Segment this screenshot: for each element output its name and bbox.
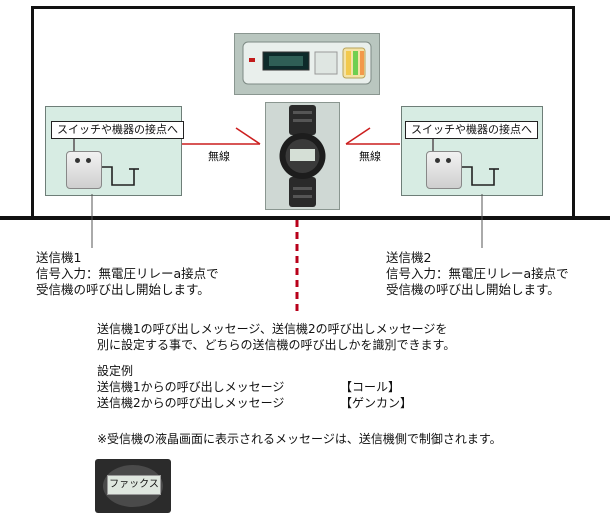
wireless-label-right: 無線 [359,150,381,163]
transmitter2-antenna-icon [432,139,434,155]
example-heading: 設定例 [97,364,134,378]
description-block: 送信機1の呼び出しメッセージ、送信機2の呼び出しメッセージを 別に設定する事で、… [97,321,455,353]
transmitter1-caption: 送信機1 信号入力：無電圧リレーa接点で 受信機の呼び出し開始します。 [36,250,219,298]
transmitter1-title: 送信機1 [36,250,82,265]
caption-leader-lines [91,194,483,248]
frame-right-edge [572,6,575,218]
watch-display-text: ファックス [109,479,159,490]
transmitter2-line2: 受信機の呼び出し開始します。 [386,282,560,297]
example-row1-label: 送信機1からの呼び出しメッセージ [97,380,285,394]
transmitter1-panel: スイッチや機器の接点へ [45,106,184,196]
receiver-base-photo [234,33,380,95]
wireless-label-left: 無線 [208,150,230,163]
description-line1: 送信機1の呼び出しメッセージ、送信機2の呼び出しメッセージを [97,322,448,336]
watch-receiver-photo [265,102,340,210]
transmitter1-antenna-icon [73,139,75,155]
wireless-arrow-left-icon [182,127,261,145]
dashed-connector-line [295,220,299,316]
example-row2-value: 【ゲンカン】 [340,396,413,410]
example-row2-label: 送信機2からの呼び出しメッセージ [97,396,285,410]
frame-top-edge [33,6,573,9]
footnote: ※受信機の液晶画面に表示されるメッセージは、送信機側で制御されます。 [97,432,502,446]
watch-receiver-icon [279,105,326,207]
transmitter1-line1: 信号入力：無電圧リレーa接点で [36,266,219,281]
example-row1-value: 【コール】 [340,380,401,394]
receiver-base-device-icon [242,41,372,85]
transmitter2-device-icon [426,151,462,189]
watch-display-screen: ファックス [107,475,161,495]
watch-display-closeup: ファックス [95,459,171,513]
transmitter1-contact-label: スイッチや機器の接点へ [51,121,184,139]
transmitter1-device-icon [66,151,102,189]
transmitter2-title: 送信機2 [386,250,432,265]
transmitter1-line2: 受信機の呼び出し開始します。 [36,282,210,297]
frame-left-edge [31,6,34,218]
transmitter2-cable-icon [462,166,499,186]
wireless-arrow-right-icon [345,127,400,145]
description-line2: 別に設定する事で、どちらの送信機の呼び出しかを識別できます。 [97,338,456,352]
transmitter2-contact-label: スイッチや機器の接点へ [405,121,538,139]
example-block: 設定例 送信機1からの呼び出しメッセージ 【コール】 送信機2からの呼び出しメッ… [97,363,412,411]
frame-base-line [0,216,610,220]
transmitter2-panel: スイッチや機器の接点へ [401,106,543,196]
transmitter2-caption: 送信機2 信号入力：無電圧リレーa接点で 受信機の呼び出し開始します。 [386,250,569,298]
transmitter1-cable-icon [102,166,139,186]
transmitter2-line1: 信号入力：無電圧リレーa接点で [386,266,569,281]
